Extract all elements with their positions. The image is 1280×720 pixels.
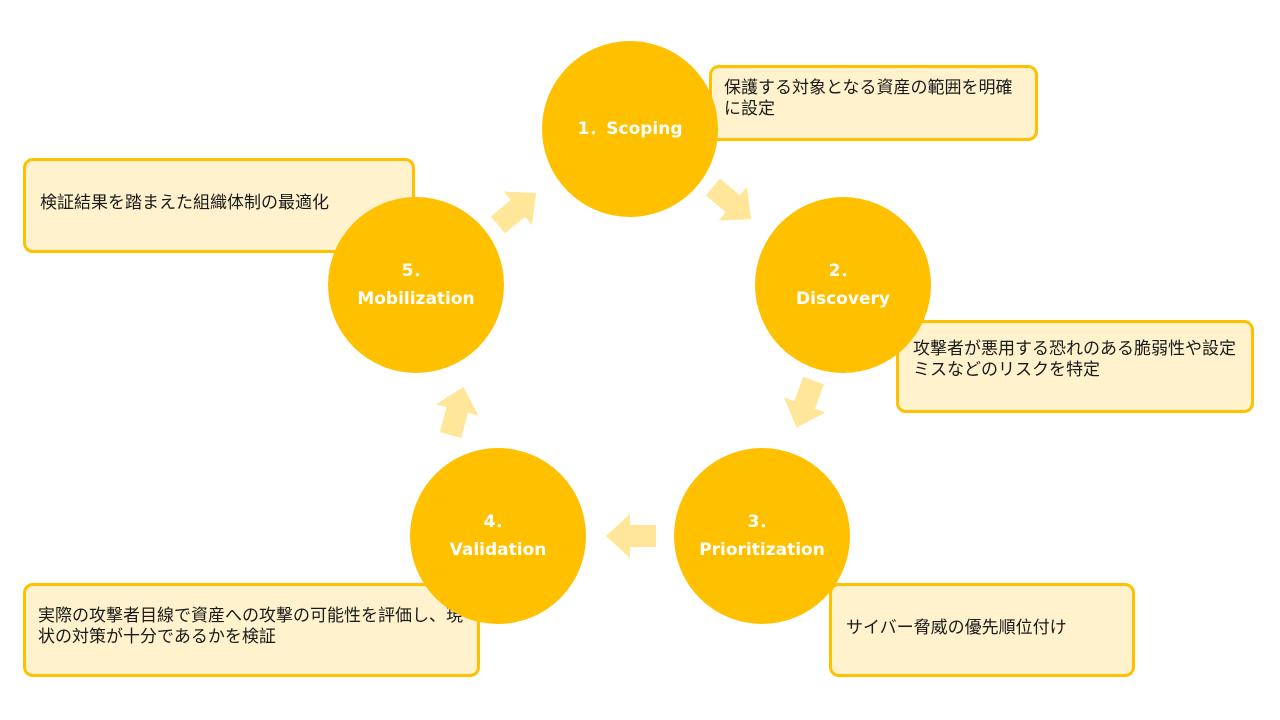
step-number-mobilization: 5． bbox=[401, 261, 431, 281]
step-name-discovery: Discovery bbox=[796, 289, 890, 309]
description-box-discovery: 攻撃者が悪用する恐れのある脆弱性や設定ミスなどのリスクを特定 bbox=[896, 320, 1254, 413]
step-name-mobilization: Mobilization bbox=[357, 289, 475, 309]
arrow-right-icon bbox=[606, 514, 656, 558]
step-circle-mobilization: 5． Mobilization bbox=[328, 197, 504, 373]
description-mobilization: 検証結果を踏まえた組織体制の最適化 bbox=[40, 193, 329, 213]
step-circle-prioritization: 3． Prioritization bbox=[674, 448, 850, 624]
arrow-validation-to-mobilization bbox=[429, 381, 484, 441]
step-circle-validation: 4． Validation bbox=[410, 448, 586, 624]
step-name-prioritization: Prioritization bbox=[699, 540, 825, 560]
description-box-mobilization: 検証結果を踏まえた組織体制の最適化 bbox=[23, 158, 415, 253]
arrow-right-icon bbox=[705, 178, 752, 221]
arrow-discovery-to-prioritization bbox=[776, 373, 834, 435]
arrow-right-icon bbox=[783, 376, 826, 428]
description-box-validation: 実際の攻撃者目線で資産への攻撃の可能性を評価し、現状の対策が十分であるかを検証 bbox=[23, 583, 480, 677]
description-discovery: 攻撃者が悪用する恐れのある脆弱性や設定ミスなどのリスクを特定 bbox=[913, 338, 1236, 380]
description-validation: 実際の攻撃者目線で資産への攻撃の可能性を評価し、現状の対策が十分であるかを検証 bbox=[38, 606, 463, 647]
description-prioritization: サイバー脅威の優先順位付け bbox=[846, 617, 1067, 638]
description-scoping: 保護する対象となる資産の範囲を明確に設定 bbox=[724, 78, 1013, 119]
step-label-scoping: 1．Scoping bbox=[577, 119, 683, 139]
arrow-mobilization-to-scoping bbox=[484, 176, 551, 242]
step-number-validation: 4． bbox=[483, 512, 513, 532]
step-circle-scoping: 1．Scoping bbox=[542, 41, 718, 217]
step-number-discovery: 2． bbox=[828, 261, 858, 281]
arrow-scoping-to-discovery bbox=[699, 170, 766, 236]
step-name-validation: Validation bbox=[449, 540, 547, 560]
arrow-prioritization-to-validation bbox=[606, 514, 656, 558]
arrow-right-icon bbox=[436, 386, 479, 438]
description-box-prioritization: サイバー脅威の優先順位付け bbox=[829, 583, 1135, 677]
arrow-right-icon bbox=[490, 191, 537, 234]
step-number-prioritization: 3． bbox=[747, 512, 777, 532]
description-box-scoping: 保護する対象となる資産の範囲を明確に設定 bbox=[709, 65, 1038, 141]
step-circle-discovery: 2． Discovery bbox=[755, 197, 931, 373]
